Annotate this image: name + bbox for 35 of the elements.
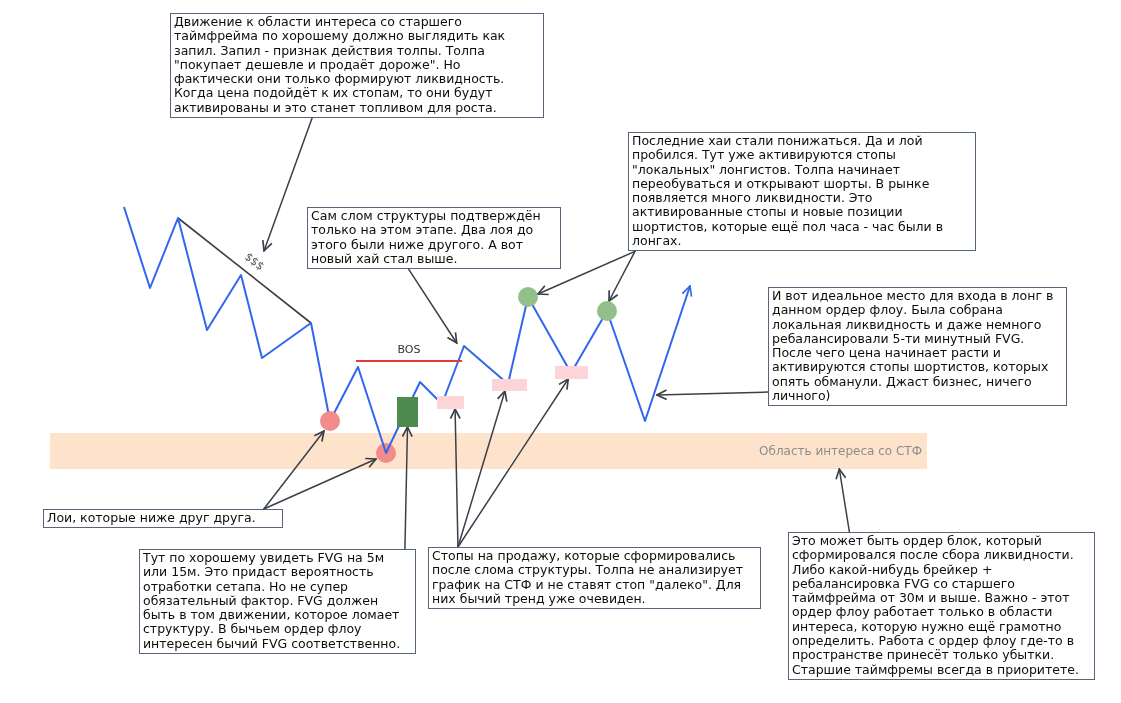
leader-arrow: [263, 457, 377, 510]
circle-marker: [597, 301, 617, 321]
bos-label: BOS: [396, 343, 422, 357]
zone-marker: [437, 396, 464, 409]
note-text: И вот идеальное место для входа в лонг в данном ордер флоу. Была собрана локальная ликвидность и даже немного ребалансировали 5-ти минутный FVG. После чего цена начинает расти и активируются стопы шортистов, которых опять обманули. Джаст бизнес, ничего личного): [772, 289, 1055, 404]
leader-arrow: [608, 250, 636, 302]
leader-arrow: [537, 250, 636, 296]
note-text: Сам слом структуры подтверждён только на этом этапе. Два лоя до этого были ниже другого. А вот новый хай стал выше.: [311, 209, 542, 267]
zone-label: Область интереса со СТФ: [759, 444, 922, 458]
leader-arrow: [263, 430, 325, 510]
note-text: Движение к области интереса со старшего таймфрейма по хорошему должно выглядить как запил. Запил - признак действия толпы. Толпа "покупает дешевле и продаёт дороже". Но фактически они только формируют ликвидность. Когда цена подойдёт к их стопам, то они будут активированы и это станет топливом для роста.: [174, 15, 507, 116]
leader-arrow: [656, 389, 769, 401]
note-text: Тут по хорошему увидеть FVG на 5м или 15м. Это придаст вероятность отработки сетапа. Но не супер обязательный фактор. FVG должен быть в том движении, которое ломает структуру. В бычьем ордер флоу интересен бычий FVG соответственно.: [143, 551, 402, 652]
note-text: Стопы на продажу, которые сформировались после слома структуры. Толпа не анализирует график на СТФ и не ставят стоп "далеко". Для них бычий тренд уже очевиден.: [432, 549, 744, 607]
note-text: Последние хаи стали понижаться. Да и лой пробился. Тут уже активируются стопы "локальных" лонгистов. Толпа начинает переобуваться и открывают шорты. В рынке появляется много ликвидности. Это активированные стопы и новые позиции шортистов, которые ещё пол часа - час были в лонгах.: [632, 134, 944, 249]
bos-line: [356, 343, 462, 362]
note-box: [170, 13, 544, 119]
leader-arrow: [449, 408, 461, 548]
leader-arrow: [835, 468, 851, 533]
zone-marker: [555, 366, 588, 379]
leader-arrow: [261, 117, 313, 252]
note-text: Это может быть ордер блок, который сформировался после сбора ликвидности. Либо какой-нибудь брейкер + ребалансировка FVG со старшего таймфрейма от 30м и выше. Важно - этот ордер флоу работает только в области интереса, которую нужно ещё грамотно определить. Работа с ордер флоу где-то в пространстве принесёт только убытки. Старшие таймфремы всегда в приоритете.: [792, 534, 1080, 677]
leader-arrow: [407, 268, 458, 344]
interest-zone-band: [50, 433, 927, 469]
note-box: [307, 207, 561, 270]
leader-arrow: [457, 390, 508, 548]
note-text: Лои, которые ниже друг друга.: [47, 511, 257, 526]
circle-marker: [320, 411, 340, 431]
zone-marker: [492, 379, 527, 391]
block-marker: [397, 397, 418, 427]
circle-marker: [518, 287, 538, 307]
leader-arrow: [457, 378, 570, 548]
note-box: [43, 509, 283, 529]
leader-arrow: [401, 426, 413, 550]
dollar-signs-label: $$$: [242, 250, 266, 274]
